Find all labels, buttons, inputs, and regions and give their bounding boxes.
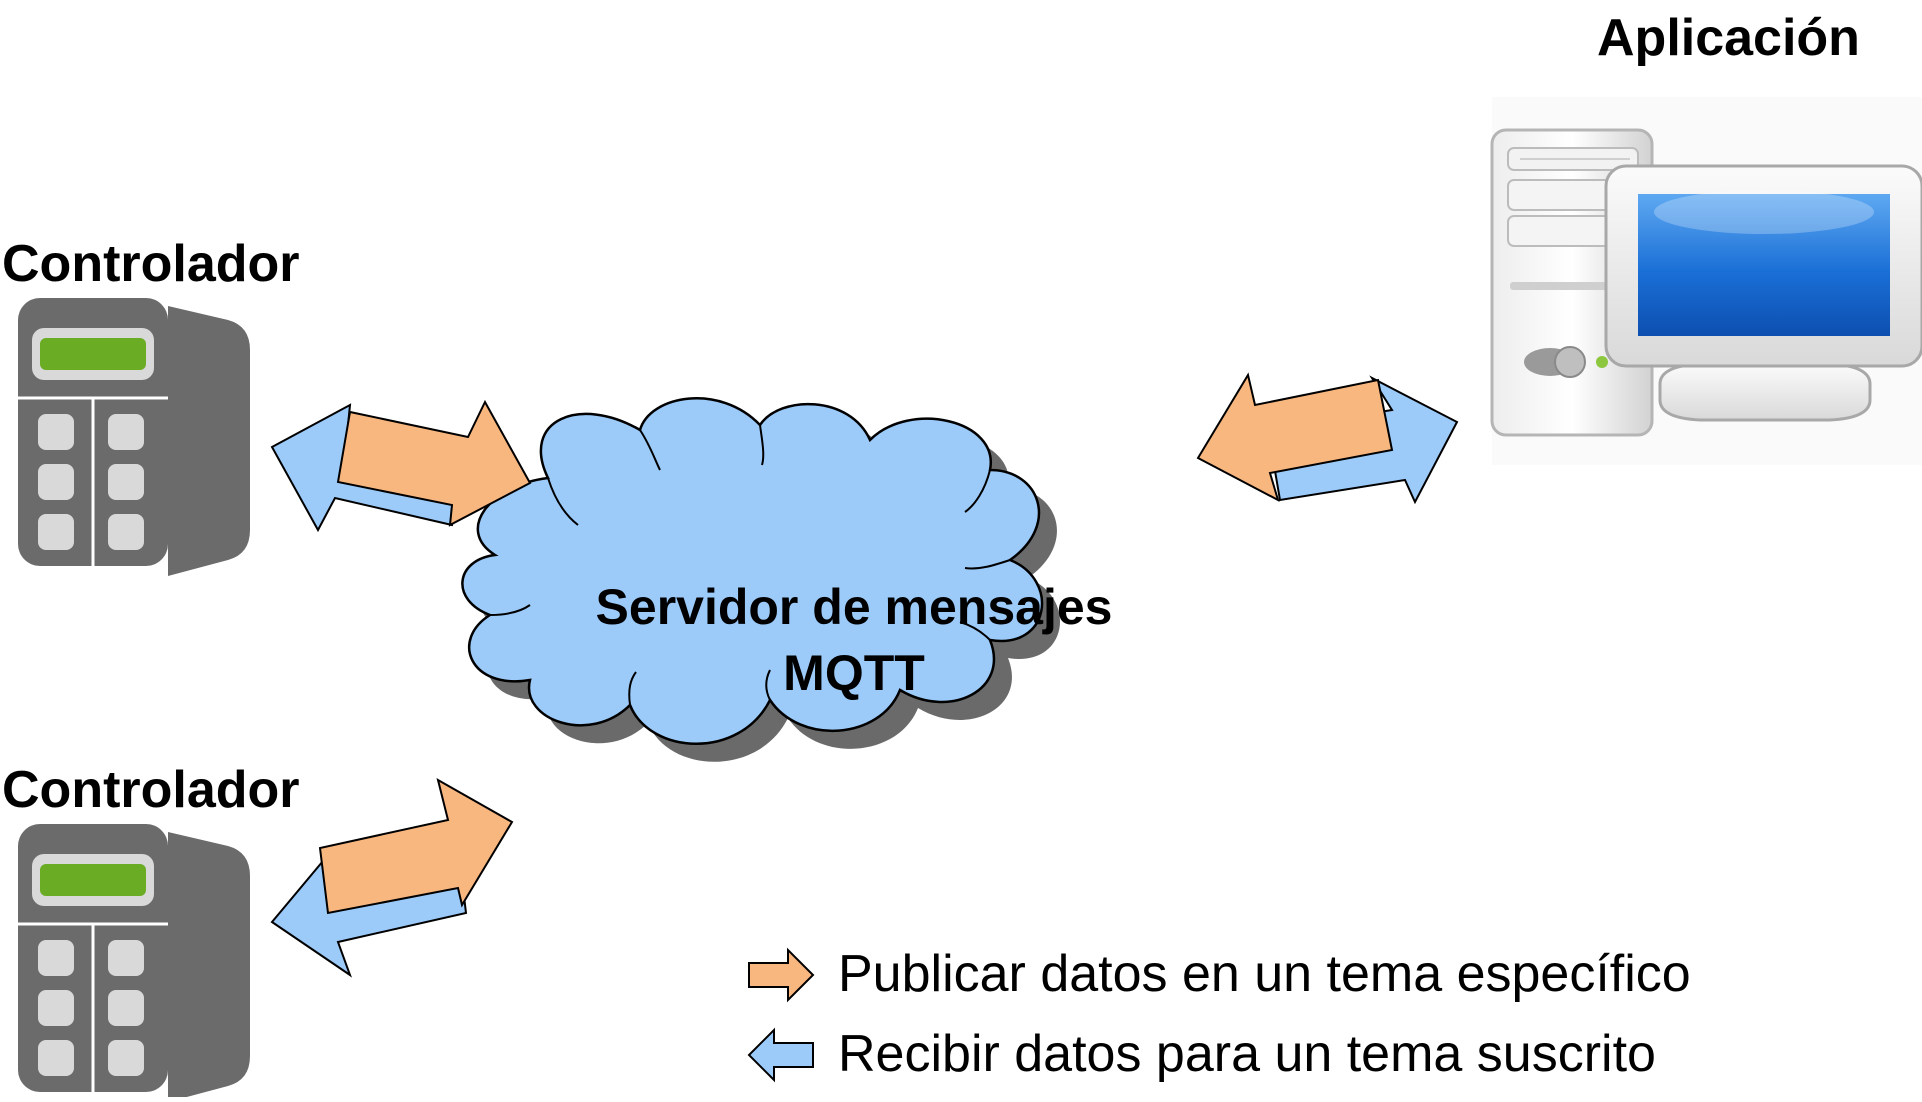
desktop-computer-icon [1490,97,1922,465]
legend-subscribe-text: Recibir datos para un tema suscrito [838,1025,1656,1083]
application-label: Aplicación [1597,9,1860,67]
controller-device-icon [18,824,250,1102]
broker-label-line1: Servidor de mensajes [595,579,1113,635]
orange-arrow-icon [748,947,815,1003]
controller-top-label: Controlador [2,235,300,293]
controller-device-icon [18,298,250,576]
broker-label-line2: MQTT [783,645,925,701]
orange-arrow-icon [336,399,532,527]
arrow-pair-application [1196,372,1459,505]
orange-arrow-icon [1196,372,1394,502]
orange-arrow-icon [318,777,514,915]
cloud-shape [461,397,1061,762]
blue-arrow-icon [747,1027,814,1083]
arrow-pair-controller-bottom [270,777,514,978]
controller-bottom-label: Controlador [2,761,300,819]
arrow-pair-controller-top [270,399,532,533]
legend-publish-text: Publicar datos en un tema específico [838,945,1691,1003]
